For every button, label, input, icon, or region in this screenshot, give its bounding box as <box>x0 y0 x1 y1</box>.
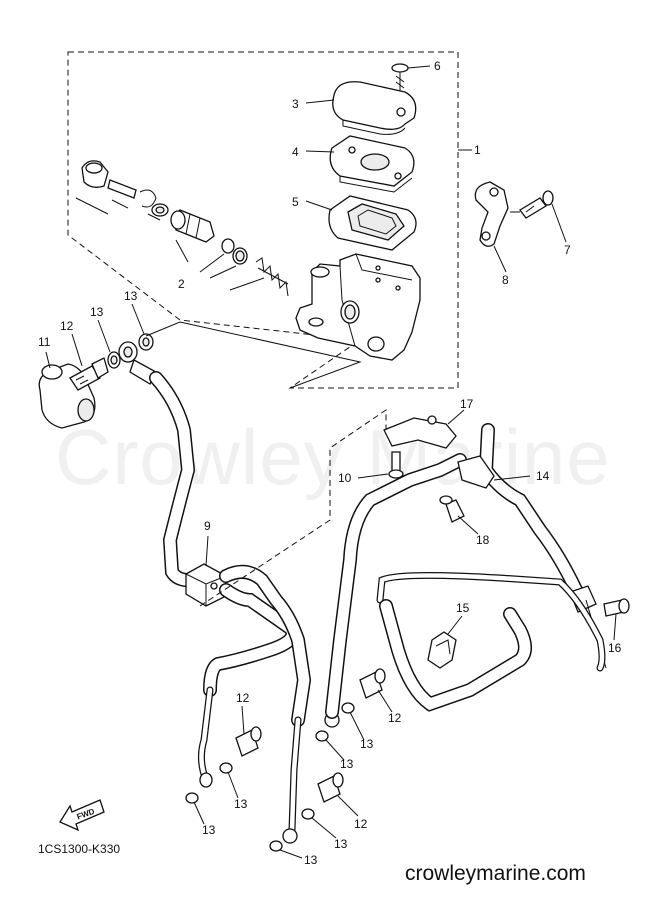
callout-leader-lines <box>45 65 617 859</box>
part-2-piston-kit <box>81 160 289 297</box>
callout-13c: 13 <box>360 737 374 751</box>
callout-14: 14 <box>536 469 550 483</box>
part-17-hose-bracket <box>383 415 457 449</box>
part-10-bolt <box>388 451 404 479</box>
part-13-washer-upper <box>107 333 154 369</box>
callout-16: 16 <box>608 641 622 655</box>
callout-12c: 12 <box>388 711 402 725</box>
fwd-arrow-icon <box>59 799 105 832</box>
callout-18: 18 <box>476 533 490 547</box>
callout-13h: 13 <box>304 853 318 867</box>
callout-17: 17 <box>460 397 474 411</box>
callout-10: 10 <box>338 471 352 485</box>
callout-2: 2 <box>178 277 185 291</box>
callout-13f: 13 <box>202 823 216 837</box>
part-16-bolt <box>603 598 630 617</box>
part-2-leader-lines <box>75 197 265 291</box>
part-8-bracket <box>474 181 509 247</box>
part-13-washers-lower <box>185 702 355 852</box>
callout-1: 1 <box>474 143 481 157</box>
callout-12b: 12 <box>236 691 250 705</box>
callout-15: 15 <box>456 601 470 615</box>
callout-13b: 13 <box>124 289 138 303</box>
callout-6: 6 <box>434 59 441 73</box>
callout-8: 8 <box>502 273 509 287</box>
callout-13g: 13 <box>334 837 348 851</box>
part-1-master-cylinder-body <box>295 253 421 361</box>
callout-9: 9 <box>204 519 211 533</box>
callout-13a: 13 <box>90 305 104 319</box>
upper-banjo-leader <box>145 321 362 389</box>
joint-leader-dashed <box>199 409 387 607</box>
callout-4: 4 <box>292 145 299 159</box>
part-15-clip <box>427 631 457 669</box>
part-4-diaphragm-plate <box>329 135 415 193</box>
callout-13e: 13 <box>234 797 248 811</box>
part-7-bolt <box>519 190 554 219</box>
part-12-banjo-bolt <box>69 357 109 391</box>
callout-5: 5 <box>292 195 299 209</box>
part-12-banjo-bolts-lower <box>235 668 386 803</box>
callout-13d: 13 <box>340 757 354 771</box>
callout-3: 3 <box>292 97 299 111</box>
part-5-diaphragm <box>328 195 417 251</box>
part-14-joint <box>457 455 495 489</box>
part-3-reservoir-cap <box>332 81 417 135</box>
callout-7: 7 <box>564 243 571 257</box>
diagram-code: 1CS1300-K330 <box>38 842 121 856</box>
site-url[interactable]: crowleymarine.com <box>405 862 586 885</box>
assembly-boundary-dashed <box>67 51 459 389</box>
callout-12d: 12 <box>354 817 368 831</box>
callout-11: 11 <box>38 335 51 349</box>
callout-12a: 12 <box>60 319 74 333</box>
part-9-hose-joint <box>185 563 227 607</box>
part-18-bolt <box>439 495 465 523</box>
